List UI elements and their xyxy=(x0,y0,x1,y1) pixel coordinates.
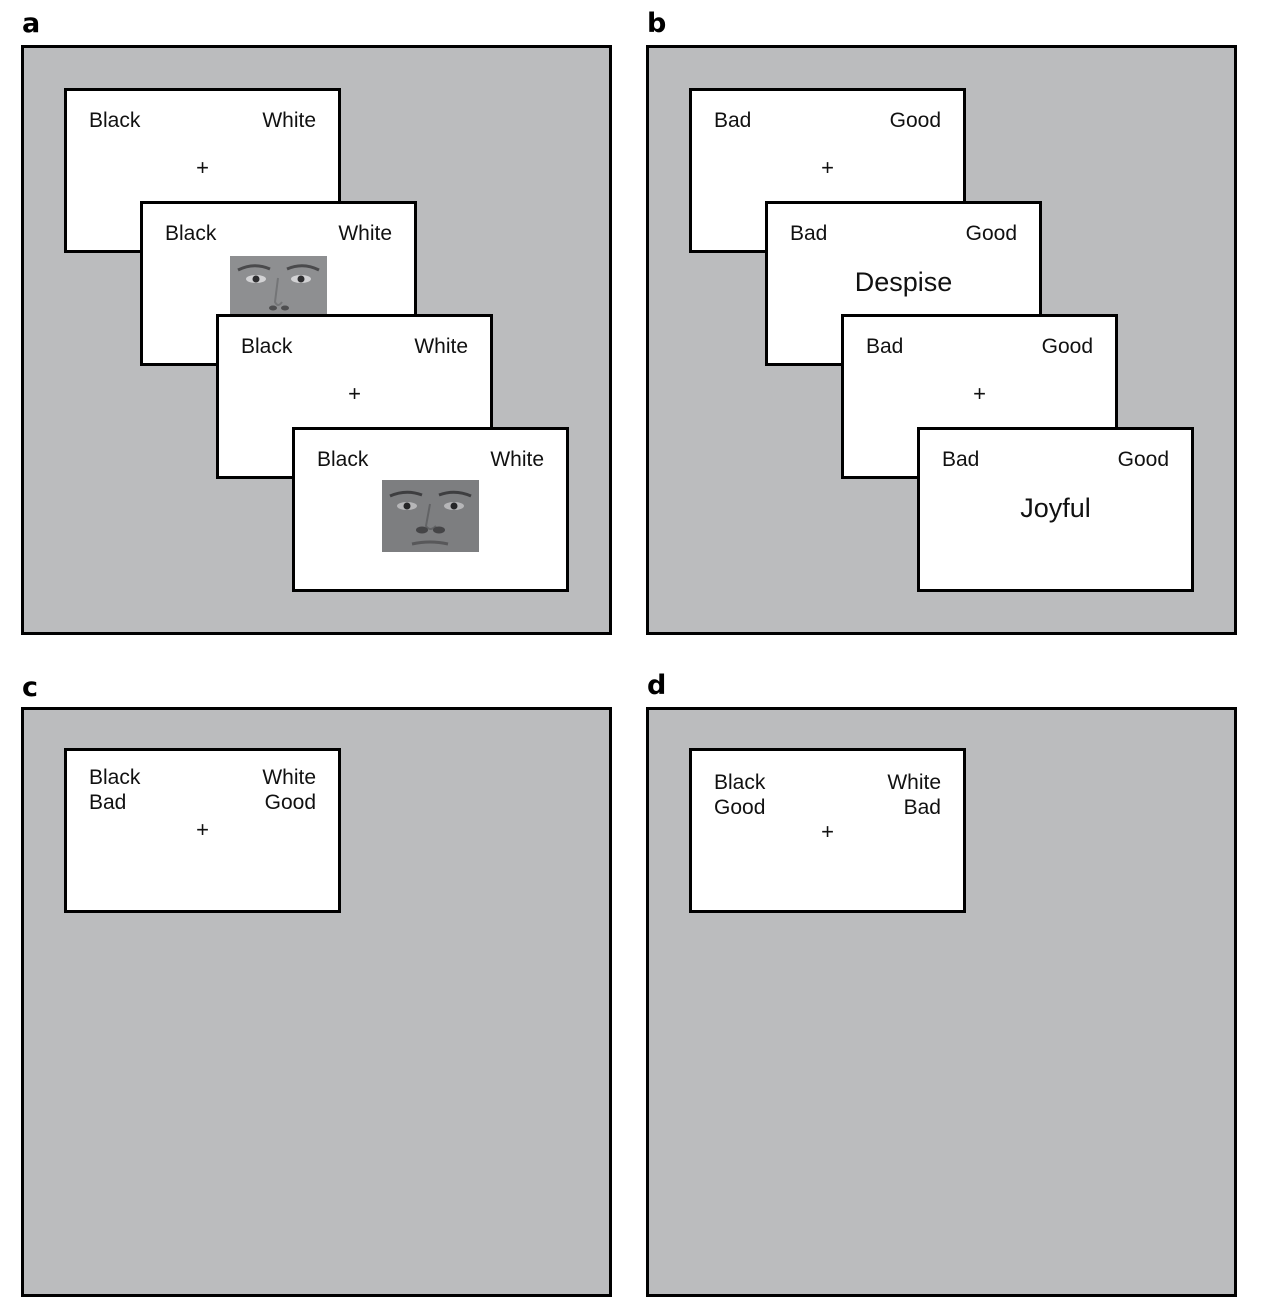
fixation-cross: + xyxy=(196,155,209,180)
fixation-cross: + xyxy=(973,381,986,406)
black-male-face-image xyxy=(382,480,479,552)
category-label-right: Good xyxy=(1041,335,1093,358)
fixation-cross: + xyxy=(821,155,834,180)
category-label-left: Black xyxy=(317,448,369,471)
category-label-right: White Good xyxy=(262,766,316,814)
panel-a-screen-4: Black White xyxy=(292,427,569,592)
category-label-left: Black Good xyxy=(714,771,766,819)
panel-c-frame: Black Bad White Good + xyxy=(21,707,612,1297)
panel-label-d: d xyxy=(647,670,667,701)
fixation-cross: + xyxy=(348,381,361,406)
category-label-right: Good xyxy=(1117,448,1169,471)
category-label-left: Bad xyxy=(714,109,752,132)
category-label-right: White Bad xyxy=(887,771,941,819)
fixation-cross: + xyxy=(196,817,209,842)
category-label-left: Bad xyxy=(942,448,980,471)
panel-label-b: b xyxy=(647,8,667,39)
category-label-left: Black Bad xyxy=(89,766,141,814)
panel-label-a: a xyxy=(22,8,41,39)
panel-b-frame: Bad Good + Bad Good Despise Bad Good + B… xyxy=(646,45,1237,635)
category-label-left: Black xyxy=(165,222,217,245)
category-label-right: White xyxy=(262,109,316,132)
panel-d-screen-1: Black Good White Bad + xyxy=(689,748,966,913)
fixation-cross: + xyxy=(821,819,834,844)
panel-a-frame: Black White + Black White Black White + xyxy=(21,45,612,635)
category-label-right: White xyxy=(414,335,468,358)
category-label-right: Good xyxy=(889,109,941,132)
stimulus-word: Joyful xyxy=(1020,493,1091,523)
category-label-left: Bad xyxy=(866,335,904,358)
panel-d-frame: Black Good White Bad + xyxy=(646,707,1237,1297)
stimulus-word: Despise xyxy=(854,267,953,297)
category-label-right: White xyxy=(490,448,544,471)
panel-c-screen-1: Black Bad White Good + xyxy=(64,748,341,913)
panel-b-screen-4: Bad Good Joyful xyxy=(917,427,1194,592)
category-label-right: Good xyxy=(965,222,1017,245)
category-label-left: Black xyxy=(89,109,141,132)
category-label-right: White xyxy=(338,222,392,245)
panel-label-c: c xyxy=(22,672,39,703)
category-label-left: Black xyxy=(241,335,293,358)
category-label-left: Bad xyxy=(790,222,828,245)
